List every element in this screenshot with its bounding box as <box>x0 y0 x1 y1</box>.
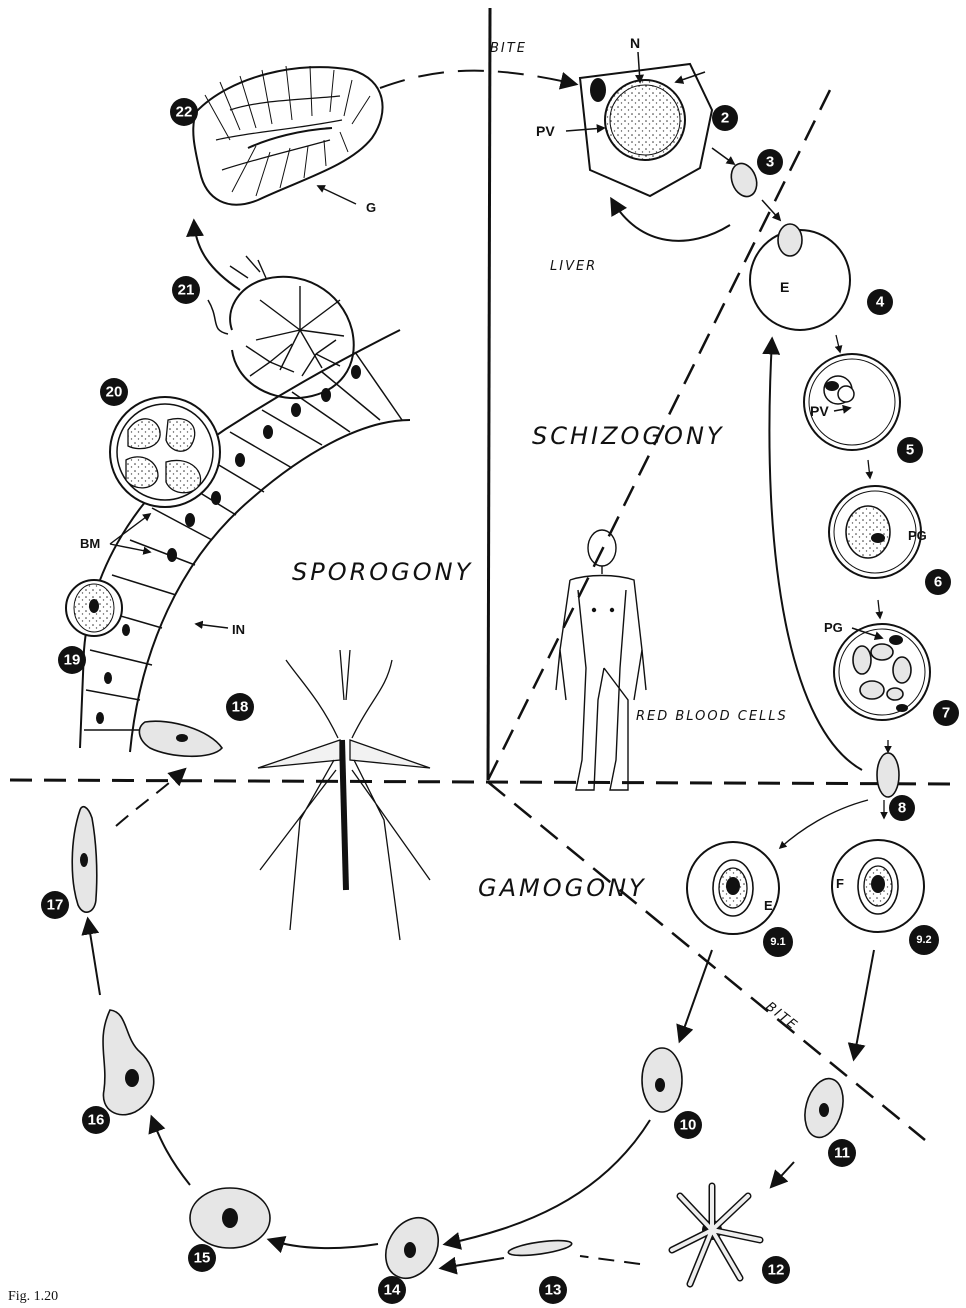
oocyst-20 <box>110 397 220 507</box>
label-PG-7: PG <box>824 620 843 635</box>
mosquito <box>258 650 430 940</box>
ookinete-16 <box>103 1010 154 1115</box>
label-N: N <box>630 35 640 51</box>
red-blood-cells-label: RED BLOOD CELLS <box>636 709 788 724</box>
bite-arrow-top <box>380 71 575 88</box>
label-PV-rbc: PV <box>810 403 829 419</box>
svg-text:10: 10 <box>680 1117 697 1134</box>
erythrocyte-stage-5: PV <box>804 354 900 450</box>
figure-caption: Fig. 1.20 <box>8 1289 58 1304</box>
sporogony-label: SPOROGONY <box>292 558 473 586</box>
salivary-gland-22 <box>193 66 382 205</box>
svg-text:9.1: 9.1 <box>770 936 785 948</box>
gametocyte-stage-9-2: F <box>832 840 924 932</box>
svg-text:11: 11 <box>834 1145 850 1162</box>
stage-15: 15 <box>188 1244 216 1272</box>
stage-3: 3 <box>757 149 783 175</box>
stage-17: 17 <box>41 891 69 919</box>
label-G: G <box>366 200 376 215</box>
liver-label: LIVER <box>550 259 597 274</box>
label-PG-6: PG <box>908 528 927 543</box>
svg-text:17: 17 <box>47 897 64 914</box>
rupturing-oocyst-21 <box>208 256 354 398</box>
svg-text:9.2: 9.2 <box>916 934 931 946</box>
svg-text:8: 8 <box>898 800 906 817</box>
svg-text:2: 2 <box>721 110 729 127</box>
stage-8: 8 <box>889 795 915 821</box>
stage-12: 12 <box>762 1256 790 1284</box>
human-figure <box>556 530 646 790</box>
svg-text:3: 3 <box>766 154 774 171</box>
stage-20: 20 <box>100 378 128 406</box>
midgut-wall <box>80 330 410 752</box>
stage-19: 19 <box>58 646 86 674</box>
svg-text:14: 14 <box>384 1282 401 1299</box>
liver-loop-arrow <box>612 200 730 241</box>
stage-9-2: 9.2 <box>909 925 939 955</box>
stage-13: 13 <box>539 1276 567 1304</box>
stage-10: 10 <box>674 1111 702 1139</box>
stage-9-1: 9.1 <box>763 927 793 957</box>
svg-text:20: 20 <box>106 384 123 401</box>
svg-text:12: 12 <box>768 1262 785 1279</box>
erythrocyte-stage-6: PG <box>829 486 927 578</box>
bite-label-bottom: BITE <box>763 999 801 1034</box>
stage-6: 6 <box>925 569 951 595</box>
erythrocyte-stage-7: PG <box>824 620 930 720</box>
erythrocyte-stage-4: E <box>750 224 850 330</box>
svg-text:7: 7 <box>942 705 950 722</box>
svg-text:19: 19 <box>64 652 81 669</box>
label-F-9-2: F <box>836 876 844 891</box>
schizogony-label: SCHIZOGONY <box>532 422 725 450</box>
svg-text:4: 4 <box>876 294 885 311</box>
divider-lines <box>10 8 960 1140</box>
stage-7: 7 <box>933 700 959 726</box>
stage-18: 18 <box>226 693 254 721</box>
stage-5: 5 <box>897 437 923 463</box>
svg-text:21: 21 <box>178 282 195 299</box>
zygote <box>507 1238 572 1259</box>
stage-11: 11 <box>828 1139 856 1167</box>
svg-text:6: 6 <box>934 574 942 591</box>
exflagellation-stage-12 <box>672 1186 760 1284</box>
stage-16: 16 <box>82 1106 110 1134</box>
label-E-9-1: E <box>764 898 773 913</box>
stage-14: 14 <box>378 1276 406 1304</box>
stage-2: 2 <box>712 105 738 131</box>
label-E-4: E <box>780 279 789 295</box>
svg-text:16: 16 <box>88 1112 105 1129</box>
stage-22: 22 <box>170 98 198 126</box>
svg-text:13: 13 <box>545 1282 562 1299</box>
gamogony-label: GAMOGONY <box>478 874 647 902</box>
stage-21: 21 <box>172 276 200 304</box>
label-PV-liver: PV <box>536 123 555 139</box>
bite-label-top: BITE <box>490 41 527 56</box>
label-IN: IN <box>232 622 245 637</box>
label-BM: BM <box>80 536 100 551</box>
svg-text:15: 15 <box>194 1250 211 1267</box>
liver-cell: N PV <box>536 35 712 196</box>
stage-4: 4 <box>867 289 893 315</box>
gametocyte-stage-9-1: E <box>687 842 779 934</box>
merozoite <box>877 753 899 797</box>
svg-text:22: 22 <box>176 104 193 121</box>
svg-text:18: 18 <box>232 699 249 716</box>
sporozoite-cell <box>727 160 761 200</box>
svg-text:5: 5 <box>906 442 914 459</box>
